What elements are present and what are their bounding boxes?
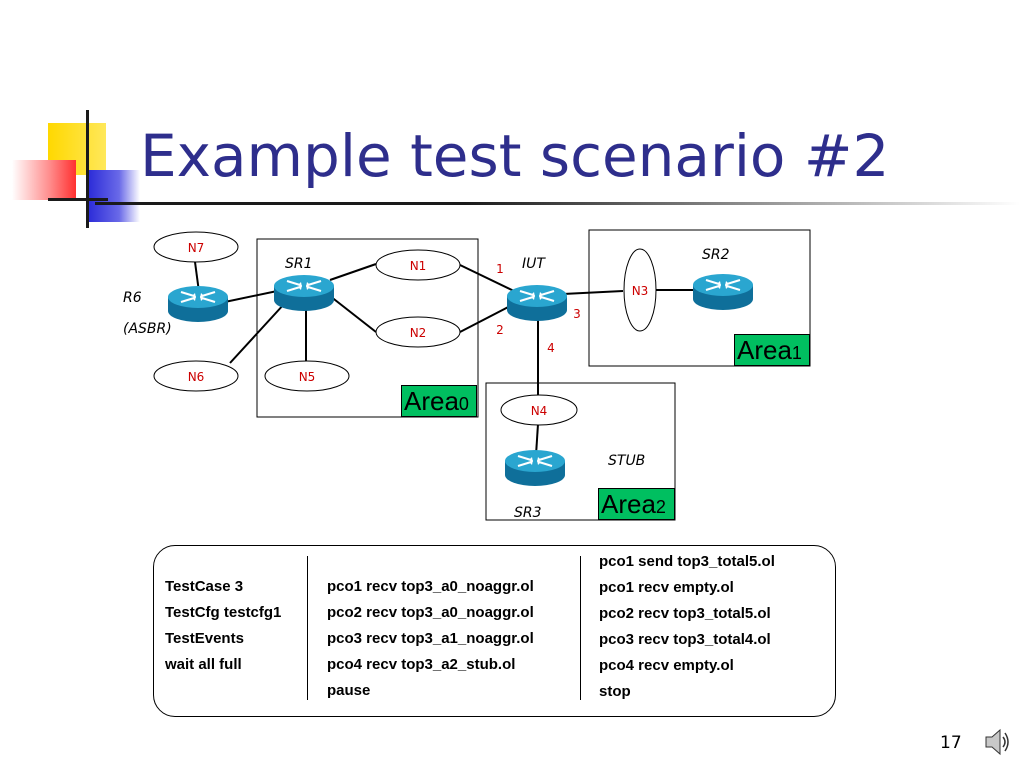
command-column-3: pco1 send top3_total5.ol pco1 recv empty…: [599, 549, 775, 705]
network-n6: [153, 360, 239, 392]
command-line: TestCase 3: [165, 578, 244, 595]
router-icon: [504, 449, 566, 487]
interface-2: 2: [496, 323, 504, 337]
interface-3: 3: [573, 307, 581, 321]
command-line: pco4 recv top3_a2_stub.ol: [327, 656, 516, 673]
area2-box: [485, 382, 676, 521]
area2-label: Area2: [598, 488, 675, 520]
slide-decoration-icon: [0, 0, 140, 230]
command-line: pco2 recv top3_total5.ol: [599, 605, 771, 622]
command-line: pco2 recv top3_a0_noaggr.ol: [327, 604, 534, 621]
label-n3: N3: [632, 284, 649, 298]
label-n1: N1: [410, 259, 427, 273]
label-r6: R6: [123, 290, 142, 306]
label-stub: STUB: [608, 453, 645, 469]
panel-divider-2: [580, 556, 581, 700]
label-n2: N2: [410, 326, 427, 340]
speaker-icon[interactable]: [983, 727, 1011, 757]
label-n4: N4: [531, 404, 548, 418]
network-n3: [623, 248, 657, 332]
area0-label: Area0: [401, 385, 477, 417]
page-number: 17: [940, 733, 962, 753]
command-line: TestEvents: [165, 630, 244, 647]
command-line: wait all full: [165, 656, 242, 673]
network-n1: [375, 249, 461, 281]
area1-label: Area1: [734, 334, 810, 366]
command-panel: [153, 545, 836, 717]
label-sr3: SR3: [514, 505, 542, 521]
interface-1: 1: [496, 262, 504, 276]
command-line: pco1 send top3_total5.ol: [599, 553, 775, 570]
command-line: pco1 recv empty.ol: [599, 579, 734, 596]
router-icon: [506, 284, 568, 322]
command-line: pco3 recv top3_a1_noaggr.ol: [327, 630, 534, 647]
command-column-2: pco1 recv top3_a0_noaggr.ol pco2 recv to…: [327, 574, 534, 704]
router-icon: [167, 285, 229, 323]
command-line: pco1 recv top3_a0_noaggr.ol: [327, 578, 534, 595]
label-n7: N7: [188, 241, 205, 255]
panel-divider-1: [307, 556, 308, 700]
command-line: pause: [327, 682, 371, 699]
command-column-1: TestCase 3 TestCfg testcfg1 TestEvents w…: [165, 574, 281, 678]
label-sr2: SR2: [702, 247, 730, 263]
label-n6: N6: [188, 370, 205, 384]
title-underline: [95, 202, 1020, 205]
interface-4: 4: [547, 341, 555, 355]
links: [194, 261, 695, 456]
network-n7: [153, 231, 239, 263]
router-icon: [692, 273, 754, 311]
label-asbr: (ASBR): [123, 321, 172, 337]
router-icon: [273, 274, 335, 312]
label-sr1: SR1: [285, 256, 313, 272]
area1-box: [588, 229, 811, 367]
network-n5: [264, 360, 350, 392]
network-n4: [500, 394, 578, 426]
network-n2: [375, 316, 461, 348]
label-n5: N5: [299, 370, 316, 384]
command-line: pco3 recv top3_total4.ol: [599, 631, 771, 648]
command-line: pco4 recv empty.ol: [599, 657, 734, 674]
command-line: stop: [599, 683, 631, 700]
slide-title: Example test scenario #2: [140, 122, 890, 190]
command-line: TestCfg testcfg1: [165, 604, 282, 621]
area0-box: [256, 238, 479, 418]
label-iut: IUT: [522, 256, 546, 272]
